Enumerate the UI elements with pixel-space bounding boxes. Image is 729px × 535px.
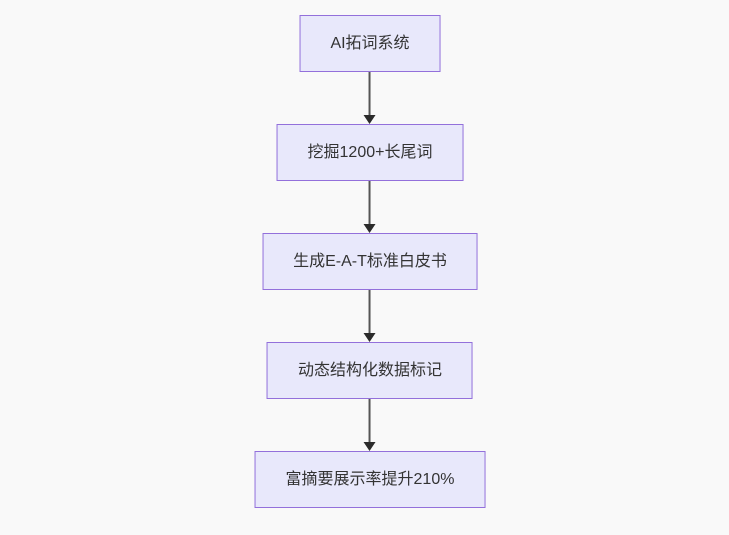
flow-node-step-2: 挖掘1200+长尾词 [276, 124, 464, 181]
flow-arrow [364, 72, 376, 124]
flow-node-label: 挖掘1200+长尾词 [307, 143, 433, 161]
arrow-down-icon [364, 333, 376, 342]
arrow-down-icon [364, 115, 376, 124]
arrow-down-icon [364, 224, 376, 233]
arrow-down-icon [364, 442, 376, 451]
flow-node-step-4: 动态结构化数据标记 [266, 342, 473, 399]
flow-node-step-3: 生成E-A-T标准白皮书 [262, 233, 478, 290]
flow-node-step-5: 富摘要展示率提升210% [254, 451, 486, 508]
arrow-line [369, 181, 371, 224]
arrow-line [369, 72, 371, 115]
flow-node-label: 富摘要展示率提升210% [285, 470, 455, 488]
flow-node-step-1: AI拓词系统 [299, 15, 441, 72]
flowchart: AI拓词系统 挖掘1200+长尾词 生成E-A-T标准白皮书 动态结构化数据标记… [254, 15, 486, 508]
flow-arrow [364, 290, 376, 342]
flow-node-label: 动态结构化数据标记 [297, 361, 442, 379]
arrow-line [369, 290, 371, 333]
arrow-line [369, 399, 371, 442]
flow-arrow [364, 399, 376, 451]
flow-node-label: AI拓词系统 [330, 34, 410, 52]
flow-node-label: 生成E-A-T标准白皮书 [293, 252, 447, 270]
flow-arrow [364, 181, 376, 233]
